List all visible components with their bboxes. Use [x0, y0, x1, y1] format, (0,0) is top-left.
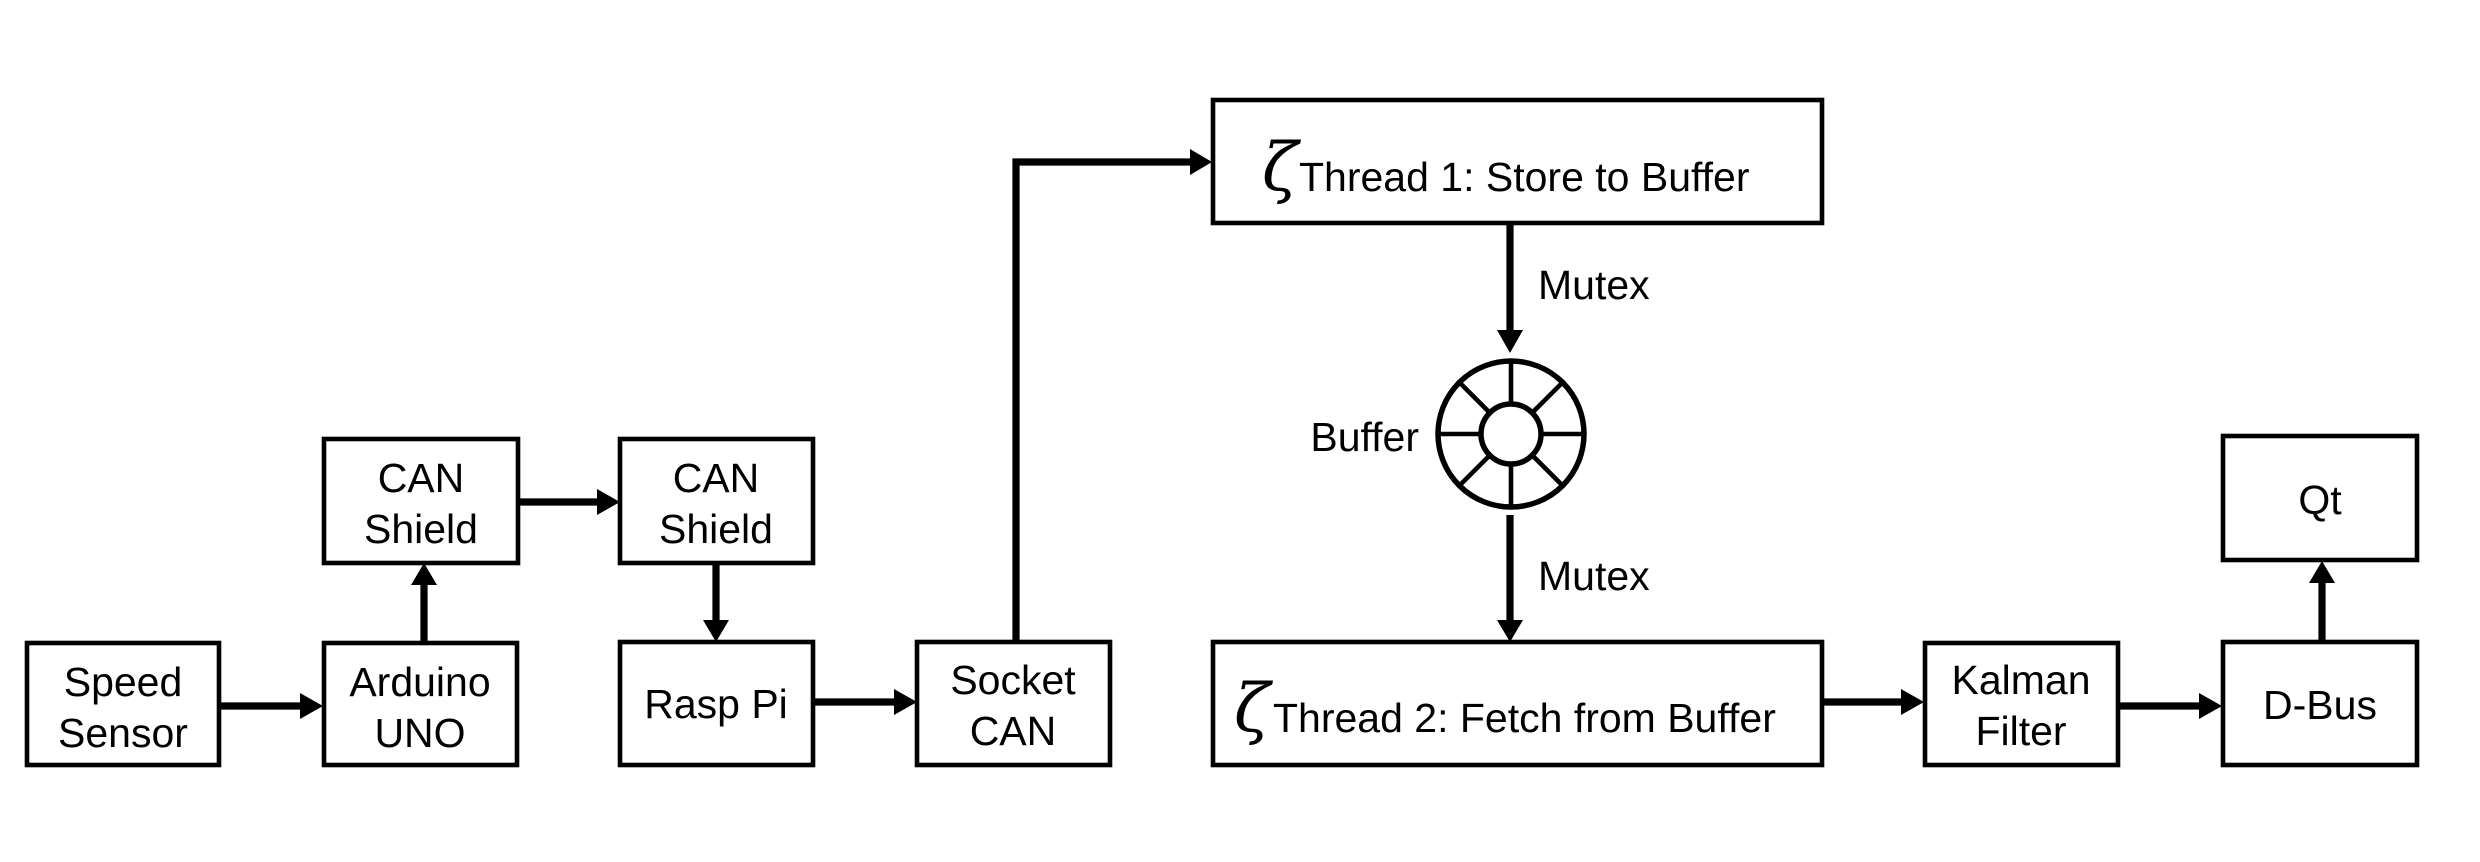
arrowhead-icon	[300, 693, 323, 719]
arrowhead-icon	[2309, 561, 2335, 583]
arrowhead-icon	[1190, 149, 1212, 175]
socket-can-block: Socket CAN	[914, 639, 1113, 768]
can-shield-tx-label-2: Shield	[364, 506, 478, 552]
arrowhead-icon	[1901, 689, 1924, 715]
arrowhead-icon	[1497, 330, 1523, 353]
mutex-bottom-label: Mutex	[1538, 553, 1650, 599]
arduino-uno-label-2: UNO	[374, 710, 465, 756]
socket-can-label-1: Socket	[950, 657, 1076, 703]
can-shield-rx-label-2: Shield	[659, 506, 773, 552]
buffer-label: Buffer	[1310, 414, 1419, 460]
can-shield-rx-label-1: CAN	[673, 455, 760, 501]
socket-can-label-2: CAN	[970, 708, 1057, 754]
kalman-filter-label-1: Kalman	[1951, 657, 2090, 703]
arduino-uno-label-1: Arduino	[349, 659, 490, 705]
rasp-pi-block: Rasp Pi	[617, 639, 816, 768]
kalman-filter-block: Kalman Filter	[1922, 640, 2121, 768]
can-shield-tx-label-1: CAN	[378, 455, 465, 501]
mutex-top-label: Mutex	[1538, 262, 1650, 308]
kalman-filter-label-2: Filter	[1975, 708, 2066, 754]
arrowhead-icon	[411, 563, 437, 585]
can-shield-rx-block: CAN Shield	[617, 436, 816, 566]
thread2-block: ζ Thread 2: Fetch from Buffer	[1210, 639, 1825, 768]
speed-sensor-label-1: Speed	[64, 659, 183, 705]
thread-zeta-icon: ζ	[1262, 129, 1302, 206]
arrowhead-icon	[703, 620, 729, 642]
arrowhead-icon	[1497, 620, 1523, 642]
arrowhead-icon	[597, 489, 620, 515]
thread1-label: Thread 1: Store to Buffer	[1299, 154, 1750, 200]
arduino-uno-block: Arduino UNO	[321, 640, 520, 768]
rasp-pi-label: Rasp Pi	[644, 681, 788, 727]
speed-sensor-label-2: Sensor	[58, 710, 188, 756]
buffer-ring-spoke	[1457, 380, 1492, 415]
buffer-ring-spoke	[1530, 453, 1565, 488]
qt-block: Qt	[2220, 433, 2420, 563]
buffer-ring-spoke	[1530, 380, 1565, 415]
arrowhead-icon	[2199, 693, 2222, 719]
thread1-block: ζ Thread 1: Store to Buffer	[1210, 97, 1825, 226]
buffer-ring-icon	[1435, 358, 1587, 510]
dbus-block: D-Bus	[2220, 639, 2420, 768]
thread2-label: Thread 2: Fetch from Buffer	[1273, 695, 1776, 741]
arrow-socketcan-to-thread1	[1012, 158, 1190, 642]
thread-zeta-icon: ζ	[1234, 670, 1274, 747]
can-shield-tx-block: CAN Shield	[321, 436, 521, 566]
buffer-ring-spoke	[1457, 453, 1492, 488]
connectors	[219, 149, 2335, 719]
arrowhead-icon	[894, 689, 917, 715]
qt-label: Qt	[2298, 477, 2342, 523]
dbus-label: D-Bus	[2263, 682, 2377, 728]
speed-sensor-block: Speed Sensor	[24, 640, 222, 768]
